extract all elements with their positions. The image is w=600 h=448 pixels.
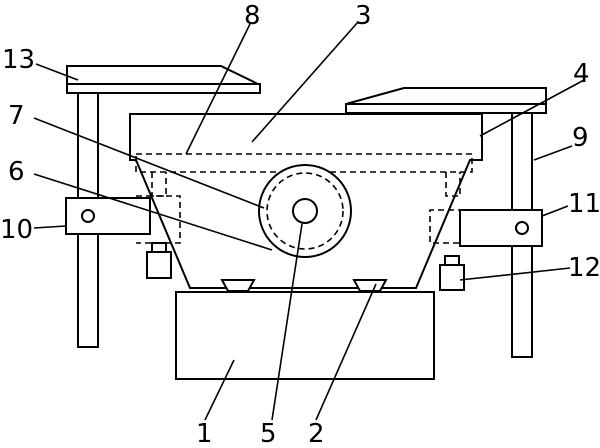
- label-6: 6: [8, 157, 25, 187]
- label-4: 4: [573, 59, 590, 89]
- label-11: 11: [568, 189, 600, 219]
- label-1: 1: [196, 419, 213, 443]
- label-3: 3: [355, 1, 372, 31]
- left-vibration-motor: [146, 242, 172, 279]
- outlet-left: [220, 279, 256, 292]
- label-5: 5: [260, 419, 277, 443]
- label-10: 10: [0, 215, 33, 245]
- drive-wheel: [258, 164, 352, 258]
- left-top-platform: [66, 65, 261, 94]
- outlet-right: [352, 279, 388, 292]
- label-12: 12: [568, 253, 600, 283]
- right-mount-bracket: [459, 209, 543, 247]
- label-7: 7: [8, 101, 25, 131]
- right-top-platform: [345, 87, 547, 114]
- label-2: 2: [308, 419, 325, 443]
- label-9: 9: [572, 123, 589, 153]
- base-box: [175, 291, 435, 380]
- right-vibration-motor: [439, 255, 465, 291]
- label-13: 13: [2, 45, 35, 75]
- leader-lines: [33, 21, 585, 421]
- label-8: 8: [244, 1, 261, 31]
- left-mount-bracket: [65, 197, 151, 235]
